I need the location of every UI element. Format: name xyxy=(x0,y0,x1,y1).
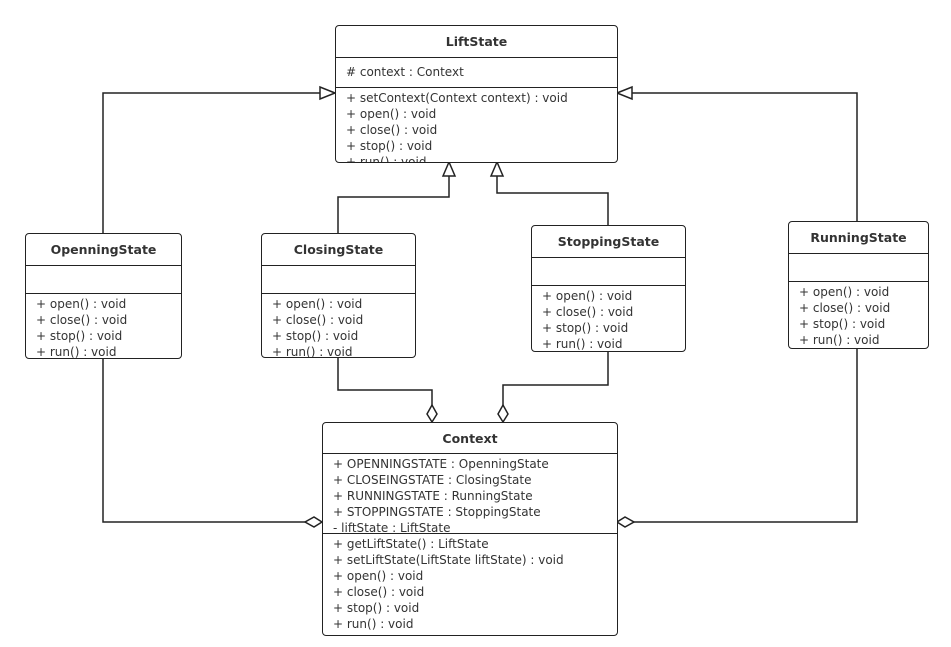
closing-generalization xyxy=(337,172,450,233)
class-liftstate[interactable]: LiftState # context : Context + setConte… xyxy=(335,25,618,163)
method: + close() : void xyxy=(36,313,128,327)
methods: + open() : void + close() : void + stop(… xyxy=(532,286,685,351)
method: + open() : void xyxy=(346,107,437,121)
class-name: LiftState xyxy=(336,26,617,58)
method: + run() : void xyxy=(799,333,880,347)
method: + open() : void xyxy=(542,289,633,303)
triangle-arrow-icon xyxy=(614,85,633,101)
class-name: StoppingState xyxy=(532,226,685,258)
stopping-aggregation xyxy=(502,351,609,406)
method: + run() : void xyxy=(36,345,117,359)
method: + stop() : void xyxy=(36,329,123,343)
diamond-icon xyxy=(497,403,509,424)
running-generalization xyxy=(627,92,858,221)
class-name: OpenningState xyxy=(26,234,181,266)
attributes xyxy=(789,254,928,282)
closing-aggregation xyxy=(337,357,433,406)
attribute: + CLOSEINGSTATE : ClosingState xyxy=(333,473,532,487)
method: + open() : void xyxy=(272,297,363,311)
triangle-arrow-icon xyxy=(489,160,505,177)
class-closing-state[interactable]: ClosingState + open() : void + close() :… xyxy=(261,233,416,358)
openning-aggregation xyxy=(102,358,306,523)
method: + stop() : void xyxy=(346,139,433,153)
method: + close() : void xyxy=(542,305,634,319)
method: + open() : void xyxy=(36,297,127,311)
method: + close() : void xyxy=(799,301,891,315)
attribute: + OPENNINGSTATE : OpenningState xyxy=(333,457,549,471)
method: + stop() : void xyxy=(799,317,886,331)
method: + open() : void xyxy=(799,285,890,299)
class-name: Context xyxy=(323,423,617,454)
triangle-arrow-icon xyxy=(441,160,457,177)
class-name: ClosingState xyxy=(262,234,415,266)
method: + close() : void xyxy=(272,313,364,327)
triangle-arrow-icon xyxy=(319,85,338,101)
attribute: + STOPPINGSTATE : StoppingState xyxy=(333,505,541,519)
method: + close() : void xyxy=(346,123,438,137)
method: + getLiftState() : LiftState xyxy=(333,537,489,551)
attributes xyxy=(262,266,415,294)
method: + run() : void xyxy=(542,337,623,351)
method: + setLiftState(LiftState liftState) : vo… xyxy=(333,553,564,567)
attributes: # context : Context xyxy=(336,58,617,88)
diamond-icon xyxy=(615,516,636,528)
method: + close() : void xyxy=(333,585,425,599)
method: + run() : void xyxy=(333,617,414,631)
class-context[interactable]: Context + OPENNINGSTATE : OpenningState … xyxy=(322,422,618,636)
running-aggregation xyxy=(633,348,858,523)
method: + run() : void xyxy=(272,345,353,358)
method: + stop() : void xyxy=(333,601,420,615)
openning-generalization xyxy=(102,92,325,233)
attribute: - liftState : LiftState xyxy=(333,521,451,535)
methods: + getLiftState() : LiftState + setLiftSt… xyxy=(323,534,617,632)
method: + run() : void xyxy=(346,155,427,163)
attributes xyxy=(26,266,181,294)
methods: + open() : void + close() : void + stop(… xyxy=(789,282,928,348)
diamond-icon xyxy=(303,516,324,528)
methods: + open() : void + close() : void + stop(… xyxy=(262,294,415,358)
class-running-state[interactable]: RunningState + open() : void + close() :… xyxy=(788,221,929,349)
attribute: + RUNNINGSTATE : RunningState xyxy=(333,489,533,503)
stopping-generalization xyxy=(496,172,609,225)
class-stopping-state[interactable]: StoppingState + open() : void + close() … xyxy=(531,225,686,352)
method: + setContext(Context context) : void xyxy=(346,91,568,105)
attribute: # context : Context xyxy=(346,65,464,79)
attributes: + OPENNINGSTATE : OpenningState + CLOSEI… xyxy=(323,454,617,535)
class-openning-state[interactable]: OpenningState + open() : void + close() … xyxy=(25,233,182,359)
diamond-icon xyxy=(426,403,438,424)
method: + stop() : void xyxy=(542,321,629,335)
method: + open() : void xyxy=(333,569,424,583)
methods: + setContext(Context context) : void + o… xyxy=(336,88,617,163)
methods: + open() : void + close() : void + stop(… xyxy=(26,294,181,359)
class-name: RunningState xyxy=(789,222,928,254)
attributes xyxy=(532,258,685,286)
method: + stop() : void xyxy=(272,329,359,343)
